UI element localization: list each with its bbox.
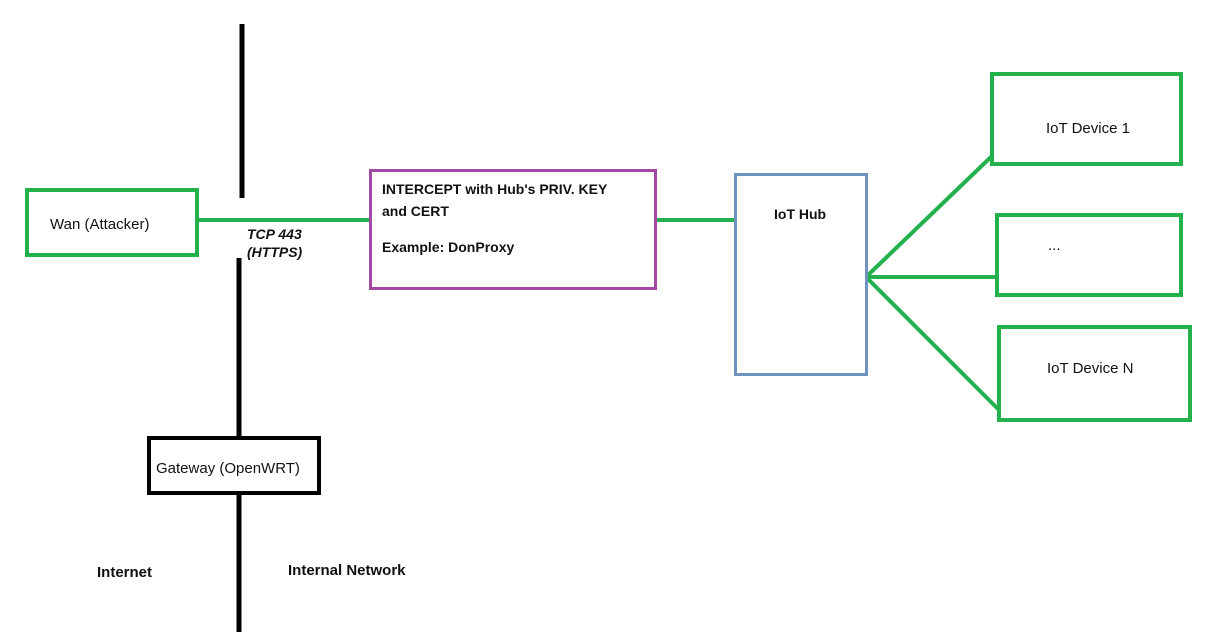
gateway-node: Gateway (OpenWRT): [147, 436, 321, 495]
intercept-example: Example: DonProxy: [382, 239, 515, 255]
iot-hub-label: IoT Hub: [774, 206, 827, 222]
iot-device-1-node: IoT Device 1: [990, 72, 1183, 166]
intercept-title-line1: INTERCEPT with Hub's PRIV. KEY: [382, 181, 608, 197]
internet-zone-label: Internet: [97, 564, 153, 581]
iot-device-n-label: IoT Device N: [1047, 360, 1134, 377]
protocol-name-label: (HTTPS): [247, 244, 303, 260]
iot-device-ellipsis-label: ...: [1048, 237, 1061, 254]
iot-device-1-label: IoT Device 1: [1046, 120, 1130, 137]
wan-attacker-label: Wan (Attacker): [50, 216, 150, 233]
intercept-proxy-node: INTERCEPT with Hub's PRIV. KEY and CERT …: [369, 169, 657, 290]
iot-device-ellipsis-node: ...: [995, 213, 1183, 297]
link-hub-to-device1: [864, 153, 995, 279]
internal-network-zone-label: Internal Network: [288, 562, 406, 579]
protocol-port-label: TCP 443: [247, 226, 302, 242]
link-hub-to-deviceN: [864, 275, 1001, 412]
wan-attacker-node: Wan (Attacker): [25, 188, 199, 257]
iot-device-n-node: IoT Device N: [997, 325, 1192, 422]
protocol-label: TCP 443 (HTTPS): [247, 225, 302, 261]
gateway-label: Gateway (OpenWRT): [156, 460, 300, 477]
iot-hub-node: IoT Hub: [734, 173, 868, 376]
intercept-title-line2: and CERT: [382, 203, 449, 219]
